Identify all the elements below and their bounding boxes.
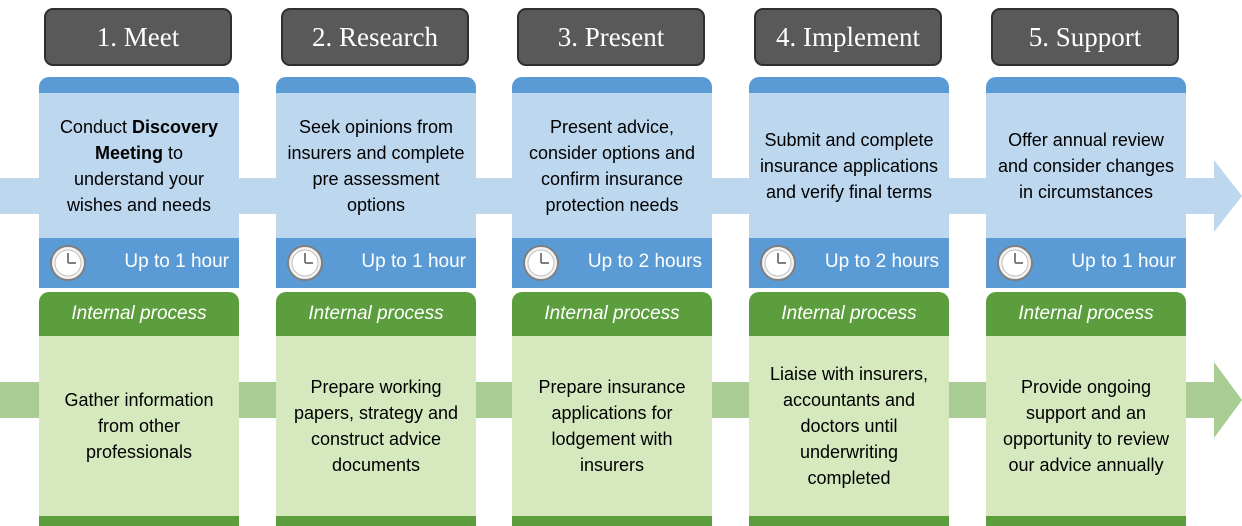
duration-bar: Up to 2 hours [512, 238, 712, 288]
internal-panel-foot [39, 516, 239, 526]
clock-icon [287, 245, 323, 281]
step-column-support: 5. Support Offer annual review and consi… [986, 0, 1186, 526]
client-description: Present advice, consider options and con… [512, 93, 712, 238]
internal-process-label: Internal process [986, 292, 1186, 336]
duration-bar: Up to 2 hours [749, 238, 949, 288]
duration-bar: Up to 1 hour [276, 238, 476, 288]
internal-description: Liaise with insurers, accountants and do… [749, 336, 949, 516]
step-title: 2. Research [281, 8, 469, 66]
client-description: Submit and complete insurance applicatio… [749, 93, 949, 238]
internal-process-label: Internal process [512, 292, 712, 336]
step-column-implement: 4. Implement Submit and complete insuran… [749, 0, 949, 526]
internal-panel-foot [512, 516, 712, 526]
clock-icon [523, 245, 559, 281]
internal-panel-foot [749, 516, 949, 526]
step-column-meet: 1. Meet Conduct Discovery Meeting to und… [39, 0, 239, 526]
client-description: Offer annual review and consider changes… [986, 93, 1186, 238]
client-panel-cap [512, 77, 712, 93]
internal-description: Prepare working papers, strategy and con… [276, 336, 476, 516]
step-column-research: 2. Research Seek opinions from insurers … [276, 0, 476, 526]
internal-description: Gather information from other profession… [39, 336, 239, 516]
internal-panel-foot [276, 516, 476, 526]
discovery-meeting-emphasis: Discovery Meeting [94, 116, 219, 163]
step-title: 5. Support [991, 8, 1179, 66]
internal-process-label: Internal process [39, 292, 239, 336]
client-panel-cap [39, 77, 239, 93]
step-title: 3. Present [517, 8, 705, 66]
clock-icon [997, 245, 1033, 281]
internal-process-label: Internal process [749, 292, 949, 336]
duration-text: Up to 2 hours [587, 251, 702, 272]
client-panel-cap [749, 77, 949, 93]
duration-text: Up to 1 hour [1071, 251, 1176, 272]
step-column-present: 3. Present Present advice, consider opti… [512, 0, 712, 526]
duration-text: Up to 2 hours [824, 251, 939, 272]
duration-bar: Up to 1 hour [39, 238, 239, 288]
duration-text: Up to 1 hour [361, 251, 466, 272]
duration-text: Up to 1 hour [124, 251, 229, 272]
duration-bar: Up to 1 hour [986, 238, 1186, 288]
client-description: Conduct Discovery Meeting to understand … [39, 93, 239, 238]
internal-panel-foot [986, 516, 1186, 526]
step-title: 1. Meet [44, 8, 232, 66]
step-title: 4. Implement [754, 8, 942, 66]
client-panel-cap [276, 77, 476, 93]
internal-description: Provide ongoing support and an opportuni… [986, 336, 1186, 516]
clock-icon [760, 245, 796, 281]
internal-description: Prepare insurance applications for lodge… [512, 336, 712, 516]
clock-icon [50, 245, 86, 281]
client-description: Seek opinions from insurers and complete… [276, 93, 476, 238]
client-panel-cap [986, 77, 1186, 93]
internal-process-label: Internal process [276, 292, 476, 336]
